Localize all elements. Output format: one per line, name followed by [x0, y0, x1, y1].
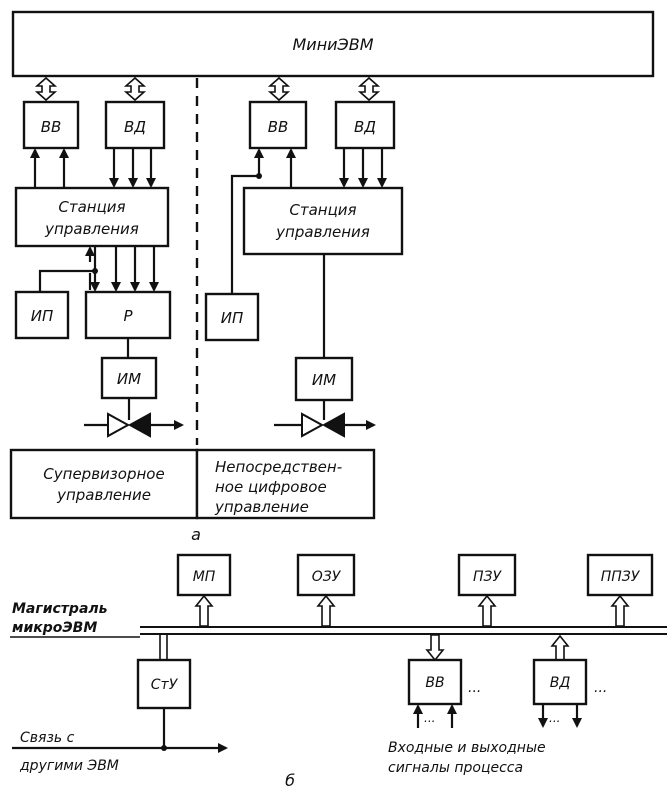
- ram-label: ОЗУ: [312, 569, 342, 585]
- control-station-box-right: [242, 186, 404, 256]
- vv-box-left: [22, 100, 80, 150]
- ip-label: ИП: [221, 309, 244, 327]
- ddc-label-line1: Непосредствен-: [215, 458, 342, 476]
- ellipsis: ...: [549, 711, 560, 725]
- valve-icon: [84, 412, 184, 438]
- bus-label-line2: микроЭВМ: [12, 620, 97, 636]
- signals-label-line1: Входные и выходные: [388, 740, 546, 756]
- junction-dot: [256, 173, 262, 179]
- ddc-label-line2: ное цифровое: [215, 478, 327, 496]
- vv-box-b: [407, 658, 463, 706]
- station-label-line1: Станция: [289, 201, 356, 219]
- prom-box: [586, 553, 654, 597]
- station-label-line2: управления: [275, 223, 370, 241]
- actuator-label: ИМ: [312, 371, 336, 389]
- bidirectional-link-icon: [123, 76, 147, 102]
- vd-label: ВД: [124, 118, 146, 136]
- bus-label-line1: Магистраль: [12, 601, 108, 617]
- vd-to-bus-arrow-icon: [550, 634, 570, 661]
- link-label-line1: Связь с: [20, 730, 75, 746]
- ram-box: [296, 553, 356, 597]
- vv-box-right: [248, 100, 308, 150]
- actuator-label: ИМ: [117, 370, 141, 388]
- measurement-line: [230, 174, 259, 294]
- station-label-line2: управления: [44, 220, 139, 238]
- figure-caption-b: б: [285, 771, 295, 789]
- vd-box-right: [334, 100, 396, 150]
- link-label-line2: другими ЭВМ: [19, 758, 119, 774]
- junction-dot: [161, 745, 167, 751]
- bidirectional-link-icon: [267, 76, 291, 102]
- vv-label: ВВ: [425, 675, 444, 691]
- control-station-box-left: [14, 186, 170, 248]
- feedback-line: [38, 269, 95, 292]
- ellipsis: ...: [468, 680, 481, 696]
- bus-to-stu-connector: [159, 635, 168, 660]
- minievm-box: [11, 10, 655, 78]
- diagram-a: МиниЭВМ ВВ ВД ВВ ВД Станция управления: [9, 10, 655, 544]
- regulator-label: Р: [123, 307, 133, 325]
- bidirectional-link-icon: [357, 76, 381, 102]
- ddc-mode-box: [195, 448, 376, 520]
- station-label-line1: Станция: [58, 198, 125, 216]
- figure-caption-a: а: [191, 525, 201, 544]
- diagram-b: Магистраль микроЭВМ МП ОЗУ ПЗУ ППЗУ СтУ …: [10, 553, 667, 789]
- vd-label: ВД: [354, 118, 376, 136]
- valve-icon: [274, 412, 376, 438]
- ip-label: ИП: [31, 307, 54, 325]
- junction-dot: [92, 268, 98, 274]
- vv-label: ВВ: [268, 118, 289, 136]
- supervisory-label-line1: Супервизорное: [43, 465, 164, 483]
- vd-box-left: [104, 100, 166, 150]
- supervisory-mode-box: [9, 448, 199, 520]
- vd-label: ВД: [550, 675, 571, 691]
- bidirectional-link-icon: [34, 76, 58, 102]
- bus-to-mp-arrow-icon: [194, 594, 214, 627]
- minievm-label: МиниЭВМ: [292, 35, 373, 54]
- bus-to-ram-arrow-icon: [316, 594, 336, 627]
- bus-to-rom-arrow-icon: [477, 594, 497, 627]
- ellipsis: ...: [424, 711, 435, 725]
- ddc-label-line3: управление: [214, 498, 309, 516]
- rom-label: ПЗУ: [473, 569, 503, 585]
- vv-label: ВВ: [41, 118, 62, 136]
- regulator-box: [84, 290, 172, 340]
- supervisory-label-line2: управление: [56, 486, 151, 504]
- actuator-box-left: [100, 356, 158, 400]
- ip-box-left: [14, 290, 70, 340]
- bus-to-vv-arrow-icon: [425, 634, 445, 662]
- bus-to-prom-arrow-icon: [610, 594, 630, 627]
- ellipsis: ...: [594, 680, 607, 696]
- mp-label: МП: [193, 569, 216, 585]
- vd-box-b: [532, 658, 588, 706]
- ip-box-right: [204, 292, 260, 342]
- signals-label-line2: сигналы процесса: [388, 760, 523, 776]
- prom-label: ППЗУ: [601, 569, 641, 585]
- stu-label: СтУ: [151, 677, 179, 693]
